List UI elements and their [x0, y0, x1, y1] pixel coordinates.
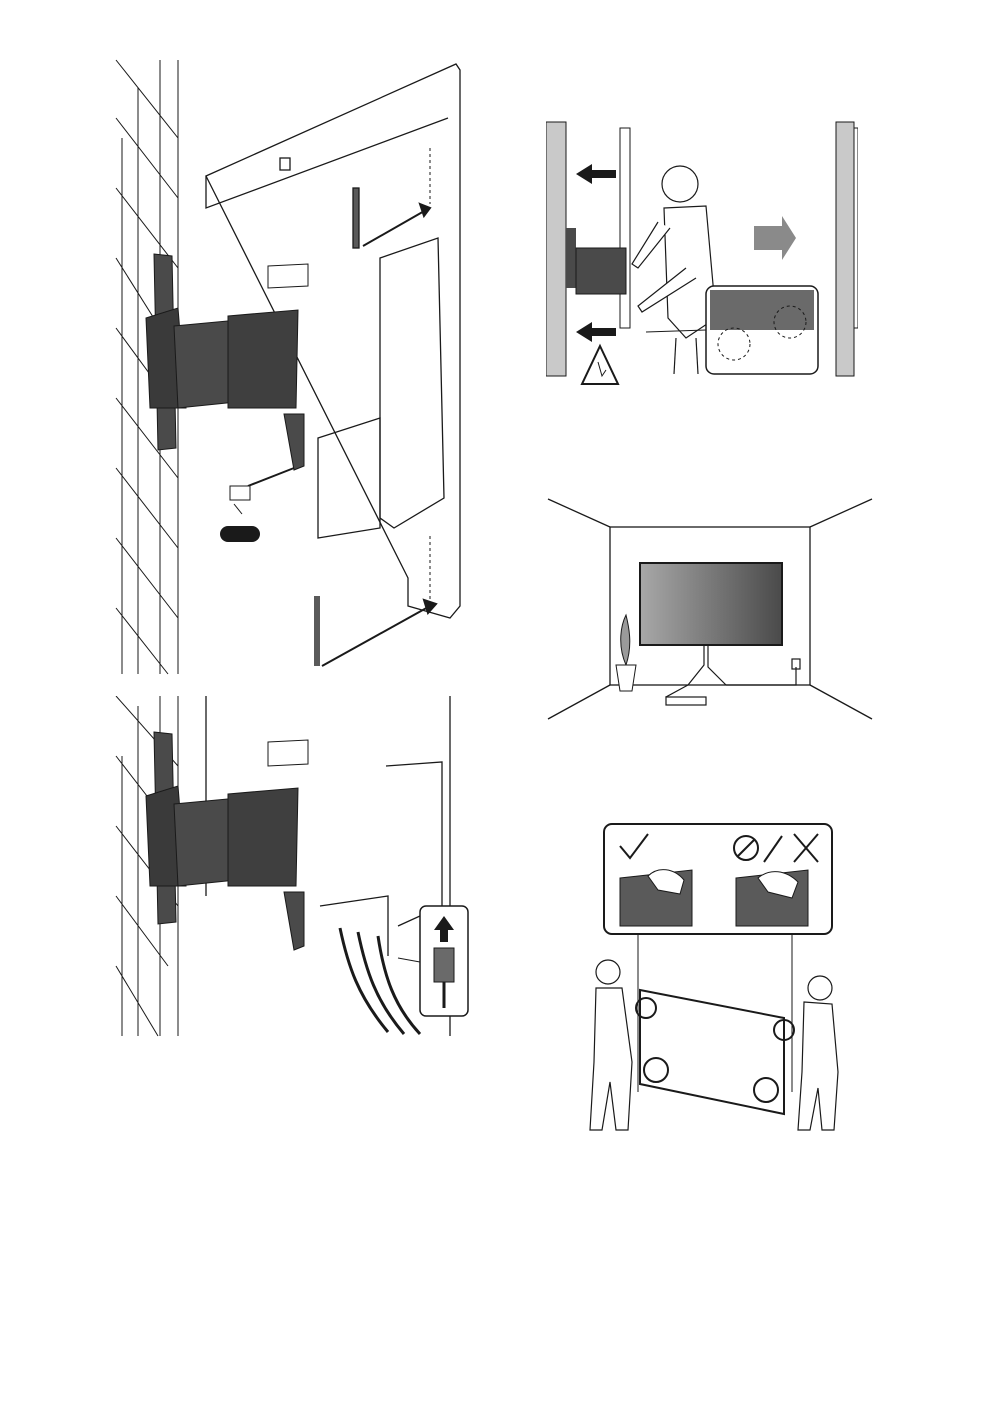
person-icon — [798, 976, 838, 1130]
tv-icon — [640, 563, 782, 645]
pinch-warning-icon — [582, 346, 618, 384]
tv-push-to-wall-illustration — [546, 118, 858, 394]
tv-carry-illustration — [588, 822, 840, 1132]
right-arrow-icon — [754, 216, 796, 260]
correct-hold-panel — [620, 870, 692, 926]
person-icon — [632, 166, 716, 374]
plant-icon — [616, 615, 636, 691]
hdmi-cable-icon — [340, 928, 420, 1034]
tv-cable-connect-illustration — [108, 696, 470, 1038]
bracket-icon — [146, 254, 308, 470]
cable-icon — [666, 645, 800, 705]
tv-room-placement-illustration — [546, 497, 876, 723]
screw-icon — [220, 468, 294, 542]
bracket-icon — [146, 732, 308, 950]
person-icon — [590, 960, 632, 1130]
tv-screw-mount-illustration — [108, 58, 470, 678]
up-arrow-icon — [398, 906, 468, 1016]
incorrect-hold-panel — [736, 870, 808, 926]
